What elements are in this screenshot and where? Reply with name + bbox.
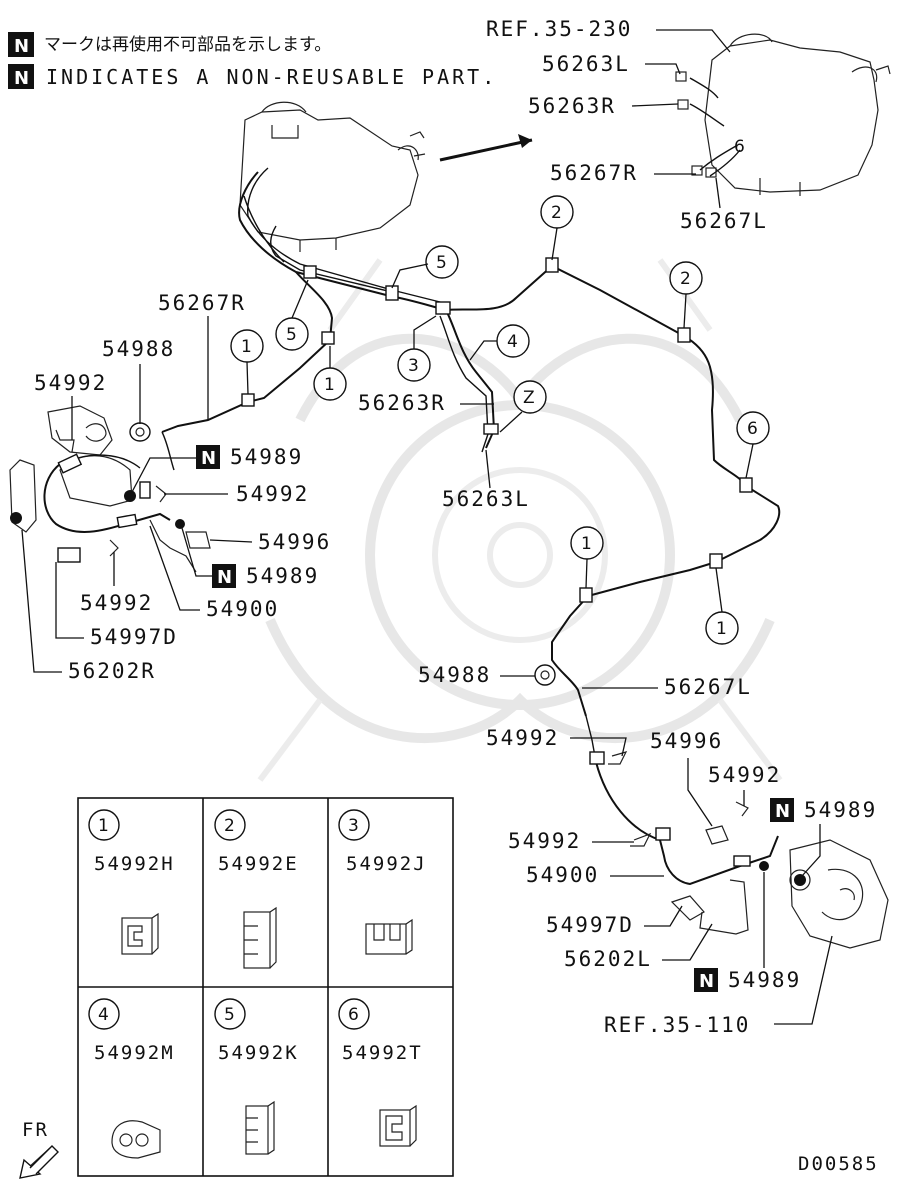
note-jp-text: マークは再使用不可部品を示します。 xyxy=(44,34,331,55)
non-reusable-note-en: N INDICATES A NON-REUSABLE PART. xyxy=(8,64,497,89)
clip-cell-1: 1 54992H xyxy=(88,809,175,955)
svg-text:3: 3 xyxy=(348,816,359,836)
label-56263r-mid: 56263R xyxy=(358,391,446,415)
label-56263r-top: 56263R xyxy=(528,94,616,118)
svg-text:1: 1 xyxy=(581,534,592,554)
label-54992-left: 54992 xyxy=(34,371,107,395)
callout-circle xyxy=(425,245,459,279)
label-54900-right: 54900 xyxy=(526,863,599,887)
label-54989-left-b: 54989 xyxy=(246,564,319,588)
non-reusable-note-jp: N マークは再使用不可部品を示します。 xyxy=(8,32,331,57)
clip-cell-2: 2 54992E xyxy=(214,809,299,969)
label-ref-35-230: REF.35-230 xyxy=(486,17,632,41)
svg-text:54992K: 54992K xyxy=(218,1042,299,1064)
svg-text:N: N xyxy=(201,448,216,469)
clip-shape-54992e xyxy=(243,906,277,969)
label-54988-left: 54988 xyxy=(102,337,175,361)
callout-circles: 2 2 6 5 5 3 4 Z 1 1 1 1 xyxy=(230,195,770,645)
brake-pipe-routing xyxy=(161,167,781,717)
pipe-clips xyxy=(241,257,753,603)
label-54996-right: 54996 xyxy=(650,729,723,753)
svg-text:4: 4 xyxy=(98,1005,109,1025)
label-56267r-top: 56267R xyxy=(550,161,638,185)
label-54992-right-c: 54992 xyxy=(508,829,581,853)
svg-text:1: 1 xyxy=(324,375,335,395)
label-56202r: 56202R xyxy=(68,659,156,683)
label-54988-right: 54988 xyxy=(418,663,491,687)
clip-shape-54992j xyxy=(365,918,413,955)
callout-circle xyxy=(513,380,547,414)
clip-shape-54992t xyxy=(379,1104,417,1147)
label-54992-left-c: 54992 xyxy=(80,591,153,615)
svg-text:6: 6 xyxy=(747,419,758,439)
clip-reference-table: 1 54992H 2 54992E 3 54992J xyxy=(77,797,454,1177)
clip-cell-4: 4 54992M xyxy=(88,998,175,1159)
svg-text:54992J: 54992J xyxy=(346,853,427,875)
n-badge-54989-right-b xyxy=(694,968,718,992)
label-54989-right-b: 54989 xyxy=(728,968,801,992)
label-54900-left: 54900 xyxy=(206,597,279,621)
fr-label: FR xyxy=(22,1119,49,1141)
diagram-code: D00585 xyxy=(798,1153,879,1175)
label-56202l: 56202L xyxy=(564,947,652,971)
svg-text:54992E: 54992E xyxy=(218,853,299,875)
clip-shape-54992k xyxy=(245,1100,275,1155)
label-ref-35-110: REF.35-110 xyxy=(604,1013,750,1037)
label-54996-left: 54996 xyxy=(258,530,331,554)
clip-cell-5: 5 54992K xyxy=(214,998,299,1155)
front-direction-indicator: FR xyxy=(19,1119,59,1179)
clip-shape-54992h xyxy=(121,912,159,955)
detail-arrow xyxy=(439,134,533,162)
note-en-text: INDICATES A NON-REUSABLE PART. xyxy=(46,65,497,89)
svg-text:2: 2 xyxy=(680,269,691,289)
label-56263l-mid: 56263L xyxy=(442,487,530,511)
svg-text:2: 2 xyxy=(551,203,562,223)
svg-text:1: 1 xyxy=(241,337,252,357)
label-54997d-right: 54997D xyxy=(546,913,634,937)
label-54992-right-a: 54992 xyxy=(486,726,559,750)
label-54992-left-b: 54992 xyxy=(236,482,309,506)
clip-cell-6: 6 54992T xyxy=(338,998,423,1147)
svg-text:54992H: 54992H xyxy=(94,853,175,875)
svg-text:4: 4 xyxy=(507,332,518,352)
svg-text:5: 5 xyxy=(286,325,297,345)
master-cylinder-illustration xyxy=(239,101,426,252)
svg-text:54992T: 54992T xyxy=(342,1042,423,1064)
svg-text:5: 5 xyxy=(224,1005,235,1025)
front-left-hose-assembly xyxy=(9,405,211,573)
n-badge-54989-left-a xyxy=(196,445,220,469)
svg-text:54992M: 54992M xyxy=(94,1042,175,1064)
svg-text:N: N xyxy=(699,971,714,992)
label-56267r: 56267R xyxy=(158,291,246,315)
label-56263l-top: 56263L xyxy=(542,52,630,76)
rear-right-hose-assembly xyxy=(534,664,889,949)
callout-leaders xyxy=(246,227,754,613)
svg-text:Z: Z xyxy=(523,388,535,408)
svg-text:1: 1 xyxy=(98,816,109,836)
label-54992-right-b: 54992 xyxy=(708,763,781,787)
svg-text:5: 5 xyxy=(436,253,447,273)
svg-text:1: 1 xyxy=(716,619,727,639)
label-56267l-top: 56267L xyxy=(680,209,768,233)
part-labels: REF.35-230 56263L 56263R 56267R 56267L 5… xyxy=(21,17,877,1037)
n-badge-54989-left-b xyxy=(212,564,236,588)
label-54989-right-a: 54989 xyxy=(804,798,877,822)
master-cylinder-detail: 6 xyxy=(675,33,891,196)
label-56267l: 56267L xyxy=(664,675,752,699)
label-54997d-left: 54997D xyxy=(90,625,178,649)
n-badge-54989-right-a xyxy=(770,798,794,822)
svg-text:N: N xyxy=(775,801,790,822)
n-badge: N xyxy=(14,36,29,57)
svg-text:N: N xyxy=(217,567,232,588)
svg-text:2: 2 xyxy=(224,816,235,836)
clip-shape-54992m xyxy=(111,1120,161,1159)
svg-text:3: 3 xyxy=(408,356,419,376)
label-54989-left-a: 54989 xyxy=(230,445,303,469)
svg-text:6: 6 xyxy=(734,137,745,157)
clip-cell-3: 3 54992J xyxy=(338,809,427,955)
svg-text:6: 6 xyxy=(348,1005,359,1025)
n-badge: N xyxy=(14,68,29,89)
